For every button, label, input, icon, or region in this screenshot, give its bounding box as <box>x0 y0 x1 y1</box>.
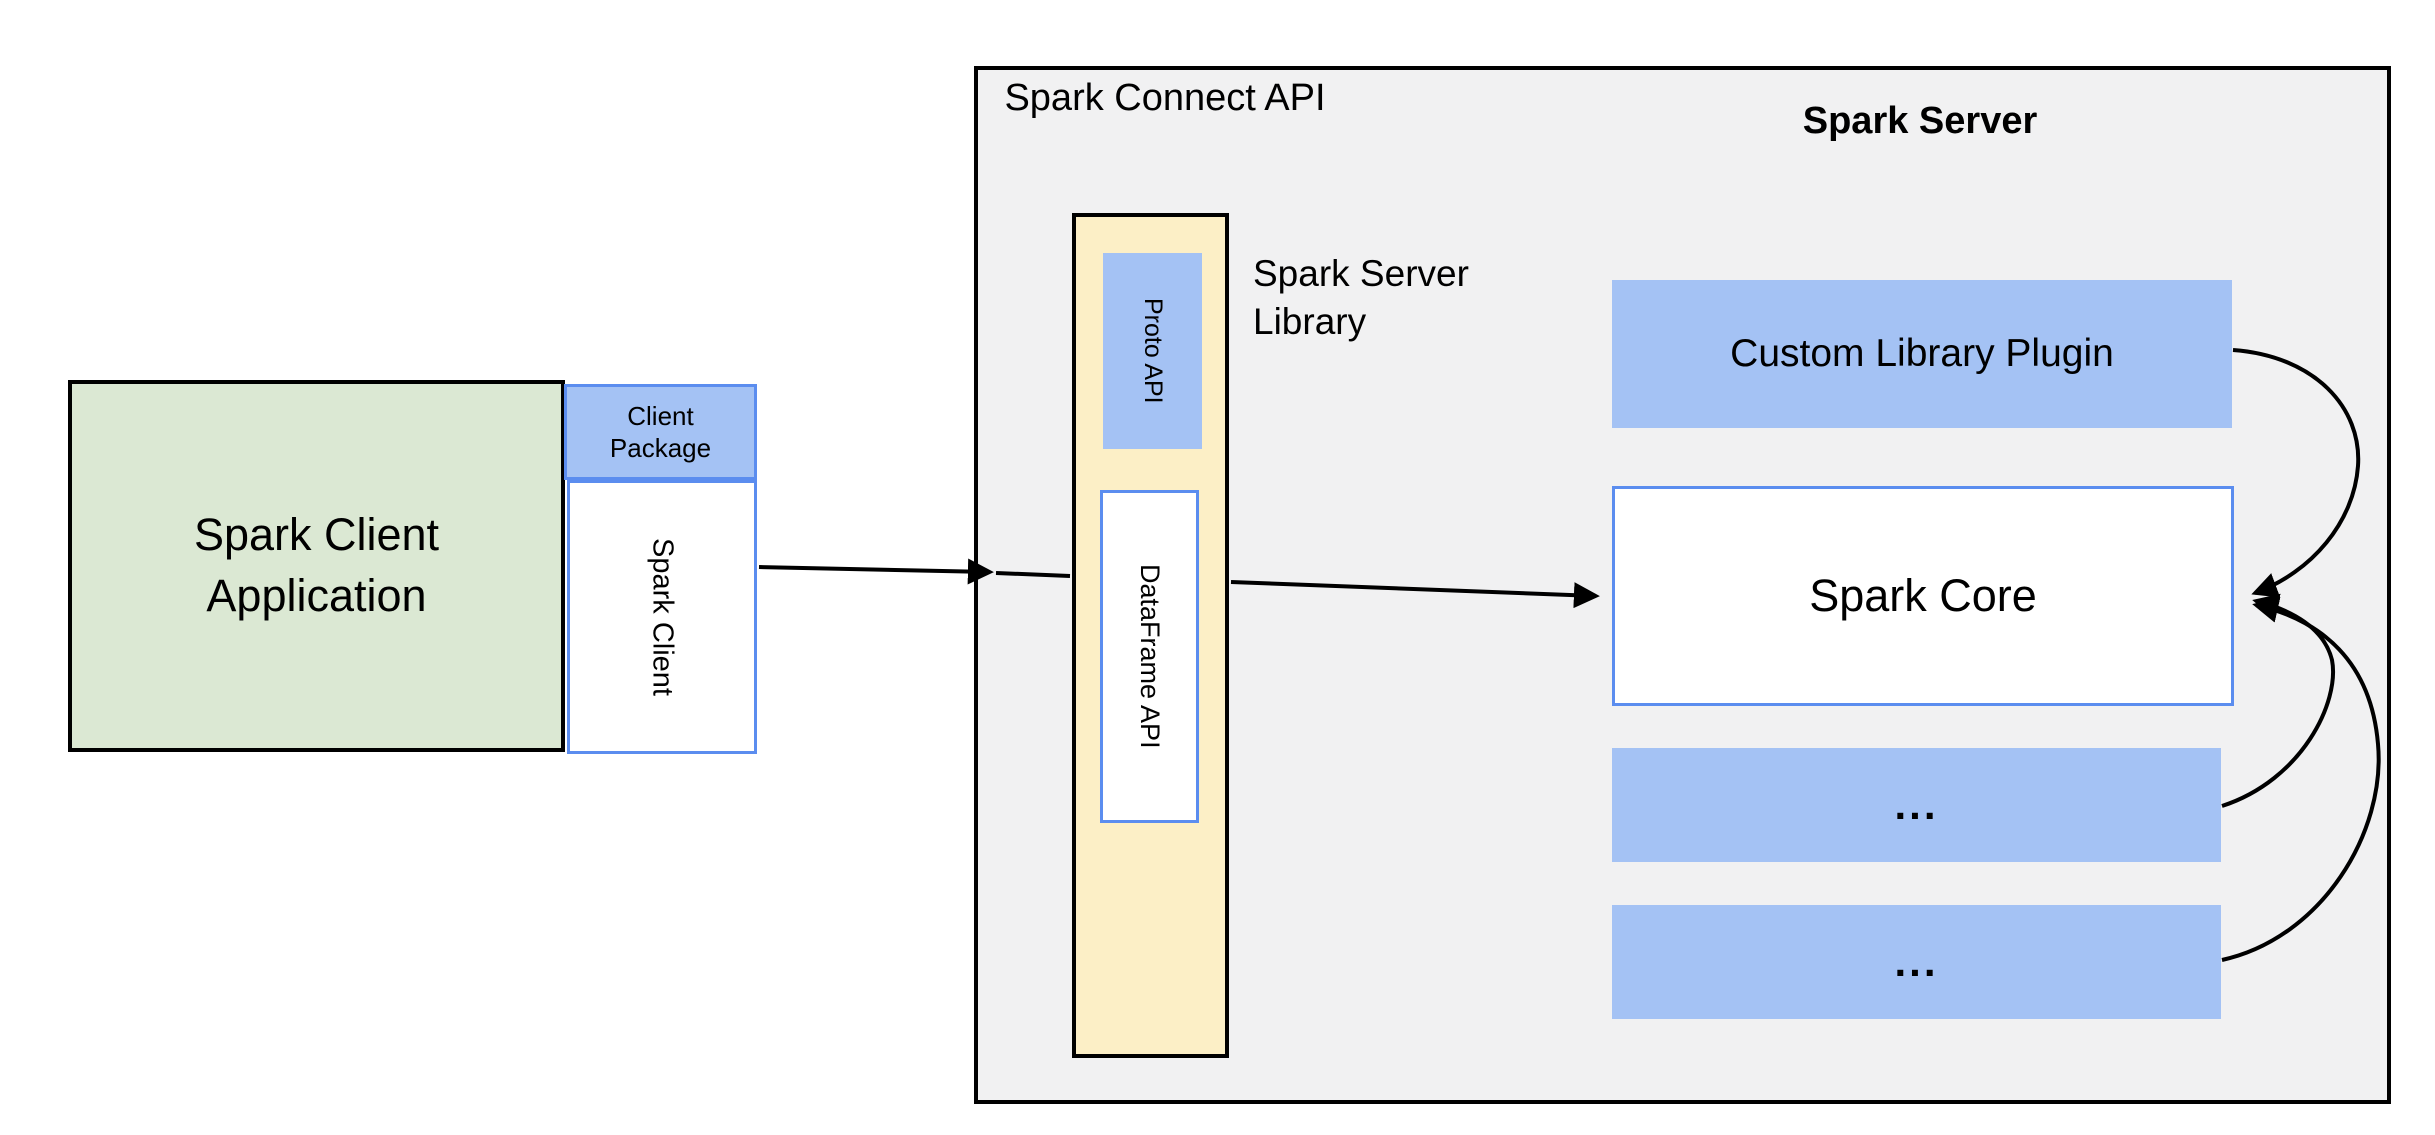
ellipsis-box-1: ... <box>1612 748 2221 862</box>
ellipsis-label-1: ... <box>1894 781 1939 828</box>
spark-server-library-label: Spark Server Library <box>1253 253 1469 343</box>
custom-library-plugin-label: Custom Library Plugin <box>1730 332 2114 375</box>
custom-library-plugin-box: Custom Library Plugin <box>1612 280 2232 428</box>
ellipsis-box-2: ... <box>1612 905 2221 1019</box>
proto-api-label: Proto API <box>1139 298 1167 404</box>
spark-client-label: Spark Client <box>646 538 679 696</box>
spark-client-application-label: Spark Client Application <box>193 509 440 621</box>
proto-api-box: Proto API <box>1103 253 1202 449</box>
dataframe-api-box: DataFrame API <box>1100 490 1199 823</box>
ellipsis-label-2: ... <box>1894 938 1939 985</box>
arrow-client-to-library <box>758 558 994 585</box>
spark-core-label: Spark Core <box>1809 570 2037 621</box>
spark-server-title: Spark Server <box>1802 100 2038 142</box>
spark-client-box: Spark Client <box>567 480 757 754</box>
dataframe-api-label: DataFrame API <box>1135 564 1165 749</box>
spark-client-application-box: Spark Client Application <box>68 380 565 752</box>
spark-core-box: Spark Core <box>1612 486 2234 706</box>
client-package-box: Client Package <box>564 384 757 480</box>
client-package-label: Client Package <box>609 400 712 464</box>
spark-connect-api-title: Spark Connect API <box>1004 77 1326 119</box>
